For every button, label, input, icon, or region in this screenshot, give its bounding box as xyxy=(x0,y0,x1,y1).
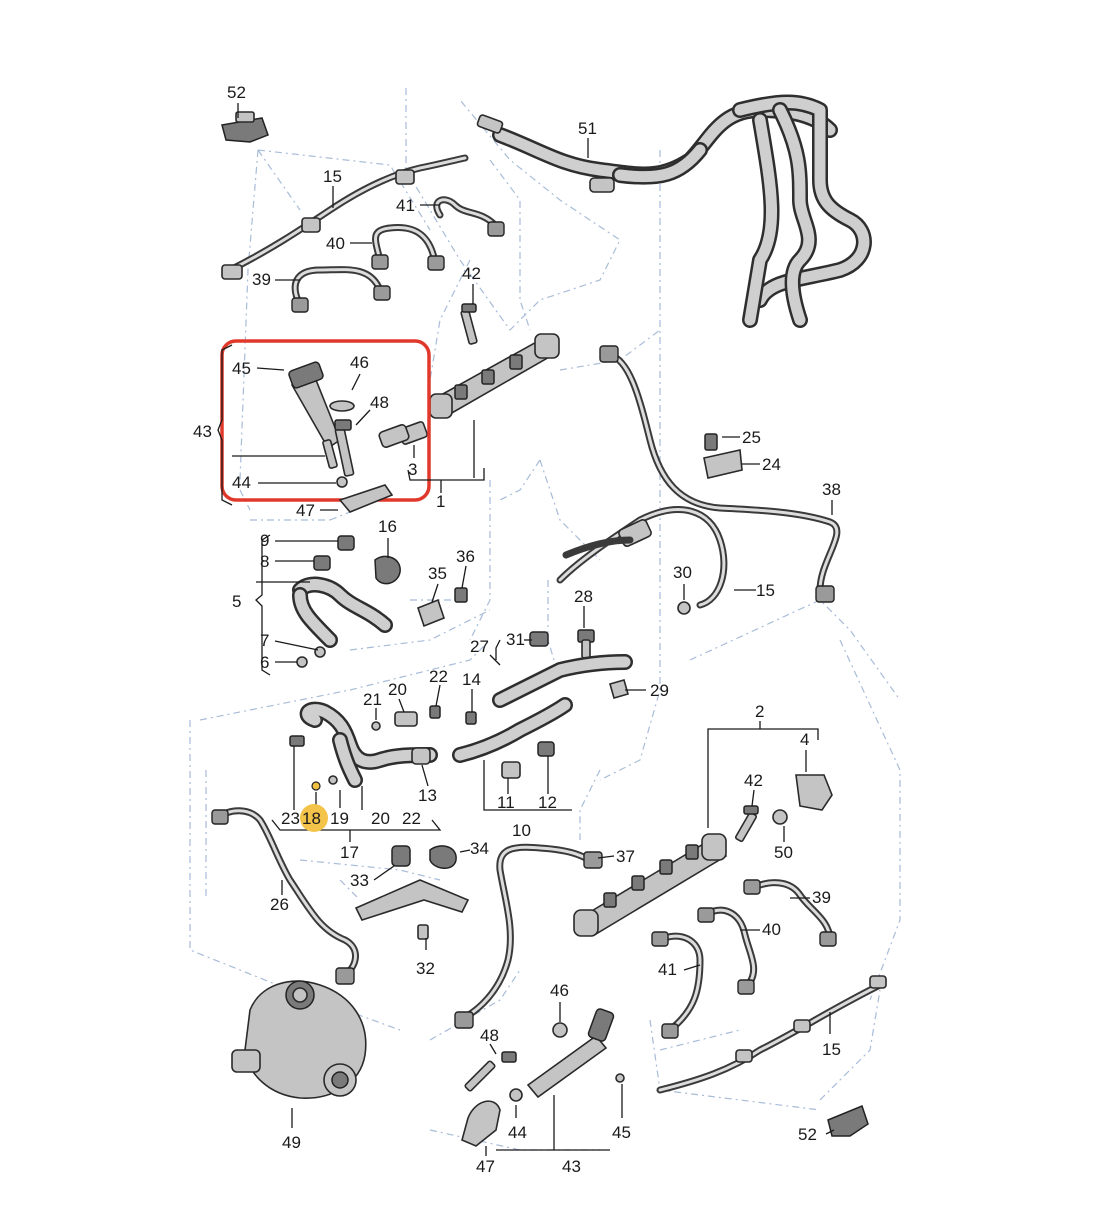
callout-44-bot: 44 xyxy=(508,1123,527,1142)
callout-50: 50 xyxy=(774,843,793,862)
callout-47-bot: 47 xyxy=(476,1157,495,1176)
return-line-15-bottom xyxy=(656,975,887,1137)
callout-23: 23 xyxy=(281,809,300,828)
leader-lines xyxy=(217,103,835,1156)
callout-34: 34 xyxy=(470,839,489,858)
callout-15-bot: 15 xyxy=(822,1040,841,1059)
callout-11: 11 xyxy=(497,793,515,812)
assembly-boundary-lines xyxy=(189,88,901,1151)
callout-42-mid: 42 xyxy=(744,771,763,790)
callout-8: 8 xyxy=(260,552,269,571)
callout-43-bot: 43 xyxy=(562,1157,581,1176)
callout-30: 30 xyxy=(673,563,692,582)
callout-52-bot: 52 xyxy=(798,1125,817,1144)
callout-1: 1 xyxy=(436,492,445,511)
pump-49-and-pipe-26 xyxy=(211,807,367,1099)
pipe-37 xyxy=(454,843,603,1029)
callout-52-top: 52 xyxy=(227,83,246,102)
callout-12: 12 xyxy=(538,793,557,812)
callout-45-top: 45 xyxy=(232,359,251,378)
injector-pipes-top xyxy=(291,196,505,313)
hose-bundle-51 xyxy=(476,94,872,328)
bracket-32-33-34 xyxy=(354,845,470,940)
parts-27-28-29-31 xyxy=(492,629,633,708)
callout-2: 2 xyxy=(755,702,764,721)
callout-4: 4 xyxy=(800,730,809,749)
injector-assembly-highlight-box xyxy=(220,339,431,513)
callout-40-top: 40 xyxy=(326,234,345,253)
callout-51: 51 xyxy=(578,119,597,138)
callout-47-top: 47 xyxy=(296,501,315,520)
callout-41-bot: 41 xyxy=(658,960,677,979)
callout-45-bot: 45 xyxy=(612,1123,631,1142)
callout-20-bot: 20 xyxy=(371,809,390,828)
callout-29: 29 xyxy=(650,681,669,700)
callout-42-top: 42 xyxy=(462,264,481,283)
callout-48-bot: 48 xyxy=(480,1026,499,1045)
callout-19: 19 xyxy=(330,809,349,828)
highlight-badge-18 xyxy=(300,804,328,832)
callout-44-top: 44 xyxy=(232,473,251,492)
callout-48-top: 48 xyxy=(370,393,389,412)
bracket-52-top xyxy=(221,111,269,143)
lines-38-15-mid xyxy=(556,345,841,615)
callout-27: 27 xyxy=(470,637,489,656)
callout-7: 7 xyxy=(260,631,269,650)
callout-32: 32 xyxy=(416,959,435,978)
callout-labels: 52 51 15 41 40 39 42 45 46 48 43 44 3 1 … xyxy=(193,83,841,1176)
callout-33: 33 xyxy=(350,871,369,890)
callout-6: 6 xyxy=(260,653,269,672)
callout-22-top: 22 xyxy=(429,667,448,686)
callout-15-mid: 15 xyxy=(756,581,775,600)
callout-14: 14 xyxy=(462,670,481,689)
fuel-rail-1-top xyxy=(398,333,560,445)
callout-22-bot: 22 xyxy=(402,809,421,828)
callout-15-top: 15 xyxy=(323,167,342,186)
callout-13: 13 xyxy=(418,786,437,805)
callout-28: 28 xyxy=(574,587,593,606)
callout-46-bot: 46 xyxy=(550,981,569,1000)
callout-41-top: 41 xyxy=(396,196,415,215)
callout-31: 31 xyxy=(506,630,525,649)
injector-assembly-bottom xyxy=(461,1008,625,1147)
callout-37: 37 xyxy=(616,847,635,866)
callout-35: 35 xyxy=(428,564,447,583)
callout-9: 9 xyxy=(260,531,269,550)
callout-20-top: 20 xyxy=(388,680,407,699)
callout-5: 5 xyxy=(232,592,241,611)
callout-43-left: 43 xyxy=(193,422,212,441)
fuel-rail-2-lower xyxy=(573,774,833,937)
callout-18: 18 xyxy=(302,809,321,828)
callout-3: 3 xyxy=(408,460,417,479)
callout-39-bot: 39 xyxy=(812,888,831,907)
callout-36: 36 xyxy=(456,547,475,566)
hose-assembly-17 xyxy=(289,701,441,791)
bracket-24-25 xyxy=(703,433,743,479)
injector-pipes-bottom xyxy=(651,879,837,1039)
hose-assembly-5 xyxy=(292,535,468,668)
callout-40-bot: 40 xyxy=(762,920,781,939)
callout-24: 24 xyxy=(762,455,781,474)
callout-10: 10 xyxy=(512,821,531,840)
callout-39-top: 39 xyxy=(252,270,271,289)
callout-21: 21 xyxy=(363,690,382,709)
callout-25: 25 xyxy=(742,428,761,447)
callout-46-top: 46 xyxy=(350,353,369,372)
callout-17: 17 xyxy=(340,843,359,862)
callout-16: 16 xyxy=(378,517,397,536)
callout-26: 26 xyxy=(270,895,289,914)
bolt-42-top xyxy=(460,303,478,345)
hose-assembly-10 xyxy=(452,697,573,779)
callout-38: 38 xyxy=(822,480,841,499)
callout-49: 49 xyxy=(282,1133,301,1152)
return-line-15-top xyxy=(221,154,469,280)
